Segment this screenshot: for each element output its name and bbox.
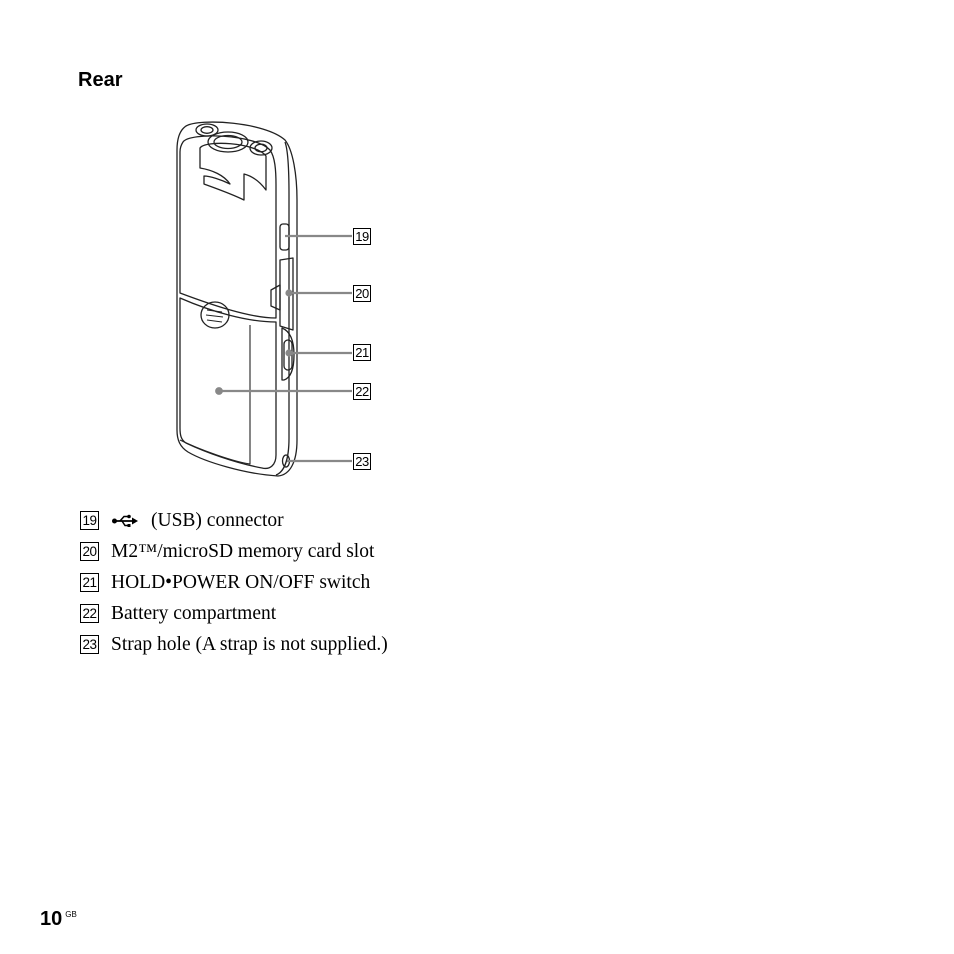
legend-text: Battery compartment (111, 602, 277, 624)
legend-item: 22 Battery compartment (80, 598, 388, 629)
legend-text: M2™/microSD memory card slot (111, 540, 375, 562)
legend-number: 19 (80, 511, 99, 530)
legend-text: (USB) connector (151, 509, 284, 531)
legend-item: 19 (USB) connector (80, 505, 388, 536)
callout-22: 22 (353, 383, 371, 400)
legend-number: 22 (80, 604, 99, 623)
callout-20: 20 (353, 285, 371, 302)
usb-icon (112, 514, 138, 527)
legend-number: 21 (80, 573, 99, 592)
callout-19: 19 (353, 228, 371, 245)
legend-text: Strap hole (A strap is not supplied.) (111, 633, 388, 655)
section-title: Rear (78, 69, 123, 91)
legend-item: 23 Strap hole (A strap is not supplied.) (80, 629, 388, 660)
legend-number: 23 (80, 635, 99, 654)
callout-21: 21 (353, 344, 371, 361)
legend-item: 21 HOLD•POWER ON/OFF switch (80, 567, 388, 598)
legend-number: 20 (80, 542, 99, 561)
language-code: GB (65, 910, 77, 919)
legend-text: HOLD•POWER ON/OFF switch (111, 571, 371, 593)
legend-item: 20 M2™/microSD memory card slot (80, 536, 388, 567)
page-number-value: 10 (40, 908, 63, 930)
callout-23: 23 (353, 453, 371, 470)
parts-legend: 19 (USB) connector 20 M2™/microSD memory… (80, 505, 388, 660)
